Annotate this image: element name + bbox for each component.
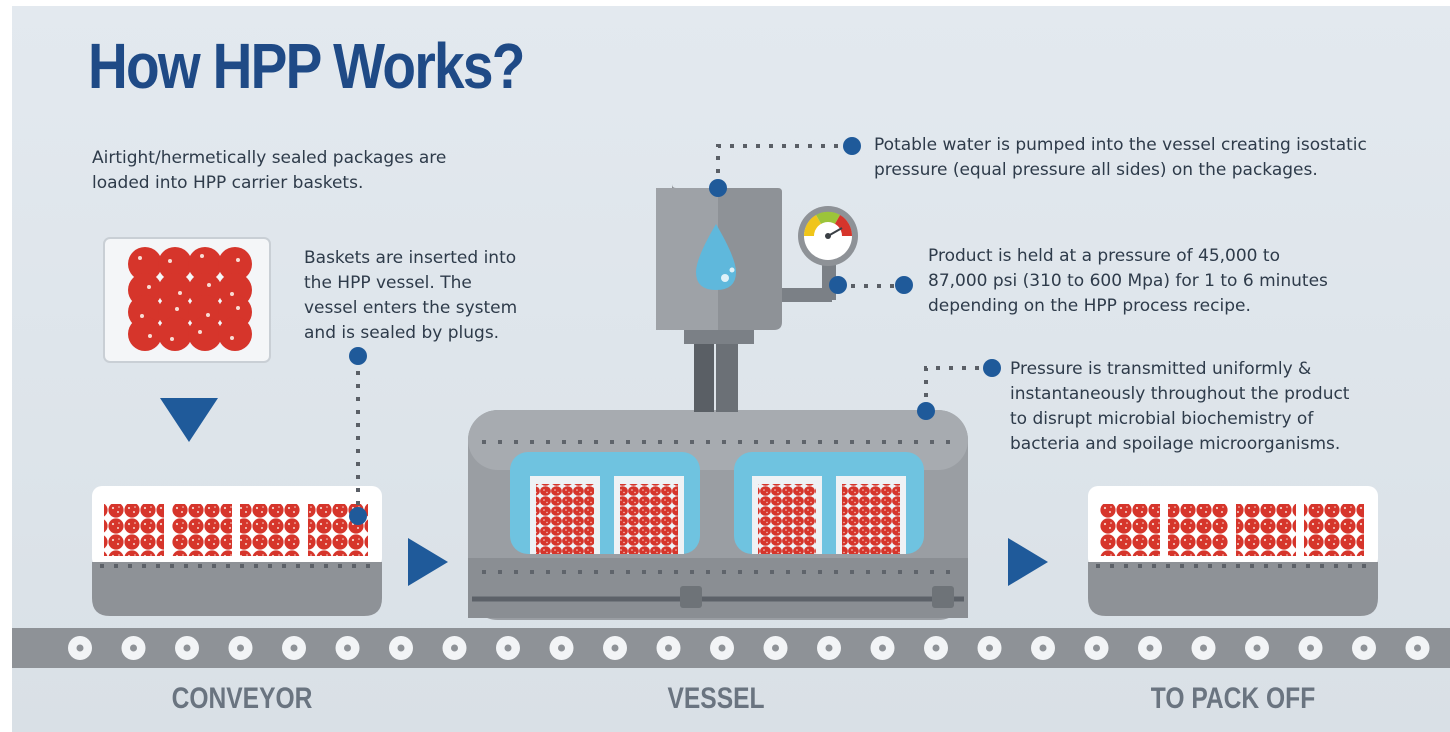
note-line: vessel enters the system (304, 298, 518, 318)
note-line: and is sealed by plugs. (304, 323, 500, 343)
note-line: Potable water is pumped into the vessel … (874, 135, 1367, 155)
sealed-package (103, 237, 271, 363)
note-pressure-transmitted: Pressure is transmitted uniformly & inst… (1010, 357, 1349, 457)
conveyor-belt (12, 628, 1450, 668)
note-line: instantaneously throughout the product (1010, 384, 1350, 404)
stage-label-conveyor: CONVEYOR (171, 682, 313, 715)
note-line: Baskets are inserted into (304, 248, 517, 268)
conveyor-basket (92, 486, 382, 616)
callout-dots (349, 137, 1001, 525)
note-line: to disrupt microbial biochemistry of (1010, 409, 1314, 429)
water-drop-icon (696, 224, 736, 290)
note-line: pressure (equal pressure all sides) on t… (874, 160, 1318, 180)
water-tank (656, 184, 782, 412)
note-line: bacteria and spoilage microorganisms. (1010, 434, 1341, 454)
note-line: Pressure is transmitted uniformly & (1010, 359, 1312, 379)
right-arrow-icon (408, 538, 448, 586)
pack-off-basket (1088, 486, 1378, 616)
stage-label-vessel: VESSEL (667, 682, 765, 715)
callout-lines (356, 144, 990, 514)
right-arrow-icon-2 (1008, 538, 1048, 586)
note-line: the HPP vessel. The (304, 273, 472, 293)
page-title: How HPP Works? (88, 30, 525, 102)
process-illustration (12, 137, 1450, 668)
note-line: depending on the HPP process recipe. (928, 296, 1251, 316)
note-line: loaded into HPP carrier baskets. (92, 173, 364, 193)
note-line: 87,000 psi (310 to 600 Mpa) for 1 to 6 m… (928, 271, 1328, 291)
note-pressure-held: Product is held at a pressure of 45,000 … (928, 244, 1328, 319)
infographic-canvas: How HPP Works? Airtight/hermetically sea… (12, 6, 1450, 732)
note-load-packages: Airtight/hermetically sealed packages ar… (92, 146, 446, 196)
note-insert-baskets: Baskets are inserted into the HPP vessel… (304, 246, 517, 346)
salami-slices (128, 247, 252, 351)
stage-label-pack-off: TO PACK OFF (1150, 682, 1316, 715)
down-arrow-icon (160, 398, 218, 442)
note-line: Airtight/hermetically sealed packages ar… (92, 148, 447, 168)
hpp-vessel (468, 410, 968, 620)
note-water-pumped: Potable water is pumped into the vessel … (874, 133, 1367, 183)
note-line: Product is held at a pressure of 45,000 … (928, 246, 1280, 266)
